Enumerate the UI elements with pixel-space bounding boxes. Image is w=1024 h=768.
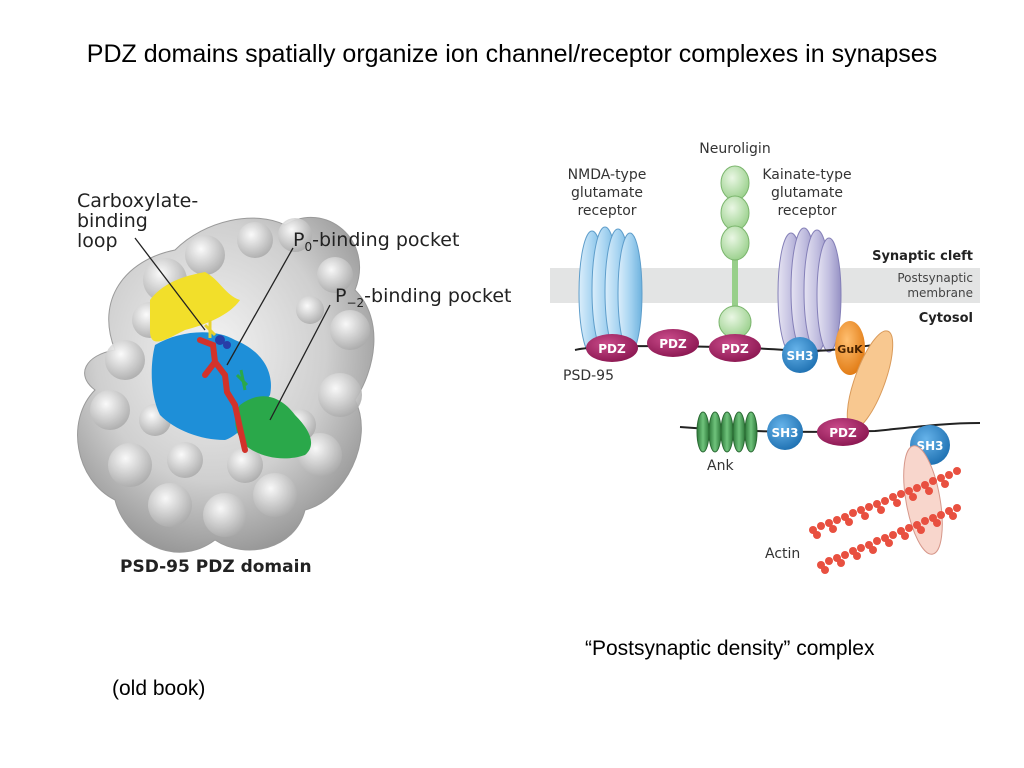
label-kainate-1: Kainate-type xyxy=(762,167,851,183)
svg-text:PDZ: PDZ xyxy=(829,426,857,440)
label-actin: Actin xyxy=(765,546,800,562)
psd95-pdz-1: PDZ xyxy=(586,334,638,362)
psd95-pdz-2: PDZ xyxy=(647,329,699,357)
neuroligin xyxy=(718,165,752,339)
sh3-domain-2: SH3 xyxy=(767,414,803,450)
label-psd95: PSD-95 xyxy=(563,368,614,384)
svg-text:PDZ: PDZ xyxy=(598,342,626,356)
actin-binding-protein xyxy=(903,445,943,555)
pdz-domain-2: PDZ xyxy=(817,418,869,446)
label-synaptic-cleft: Synaptic cleft xyxy=(872,249,973,264)
label-carboxylate-loop-2: binding xyxy=(77,210,148,232)
kainate-receptor xyxy=(777,227,842,354)
svg-text:SH3: SH3 xyxy=(916,439,943,453)
psd95-guk: GuK xyxy=(835,321,865,375)
svg-text:SH3: SH3 xyxy=(786,349,813,363)
psd-complex-diagram: Neuroligin NMDA-type glutamate receptor … xyxy=(550,141,981,574)
label-kainate-3: receptor xyxy=(777,203,836,219)
figure-caption-pdz-domain: PSD-95 PDZ domain xyxy=(120,557,312,577)
psd95-pdz-3: PDZ xyxy=(709,334,761,362)
caption-old-book: (old book) xyxy=(112,677,206,700)
label-nmda-1: NMDA-type xyxy=(568,167,647,183)
label-nmda-2: glutamate xyxy=(571,185,643,201)
svg-text:PDZ: PDZ xyxy=(721,342,749,356)
label-postsynaptic: Postsynaptic xyxy=(897,271,973,285)
label-p2-pocket: P−2-binding pocket xyxy=(335,285,512,310)
peptide-ligand xyxy=(197,337,248,453)
ank-repeats xyxy=(696,411,758,453)
surface-bumps xyxy=(90,218,370,537)
label-carboxylate-loop-3: loop xyxy=(77,230,118,252)
label-kainate-2: glutamate xyxy=(771,185,843,201)
label-membrane: membrane xyxy=(907,286,973,300)
actin-filaments xyxy=(809,467,961,574)
psd95-sh3: SH3 xyxy=(782,337,818,373)
p2-pocket-region xyxy=(235,396,312,459)
caption-postsynaptic-density: “Postsynaptic density” complex xyxy=(585,637,875,660)
pdz-structure-figure: Carboxylate- binding loop P0-binding poc… xyxy=(77,190,512,577)
svg-text:GuK: GuK xyxy=(837,343,863,356)
label-ank: Ank xyxy=(707,458,734,474)
svg-text:PDZ: PDZ xyxy=(659,337,687,351)
carboxylate-loop-region xyxy=(150,272,240,342)
slide-title: PDZ domains spatially organize ion chann… xyxy=(86,40,938,68)
label-p0-pocket: P0-binding pocket xyxy=(293,229,459,254)
label-carboxylate-loop-1: Carboxylate- xyxy=(77,190,198,212)
label-neuroligin: Neuroligin xyxy=(699,141,770,157)
svg-text:SH3: SH3 xyxy=(771,426,798,440)
label-cytosol: Cytosol xyxy=(919,311,973,326)
label-nmda-3: receptor xyxy=(577,203,636,219)
